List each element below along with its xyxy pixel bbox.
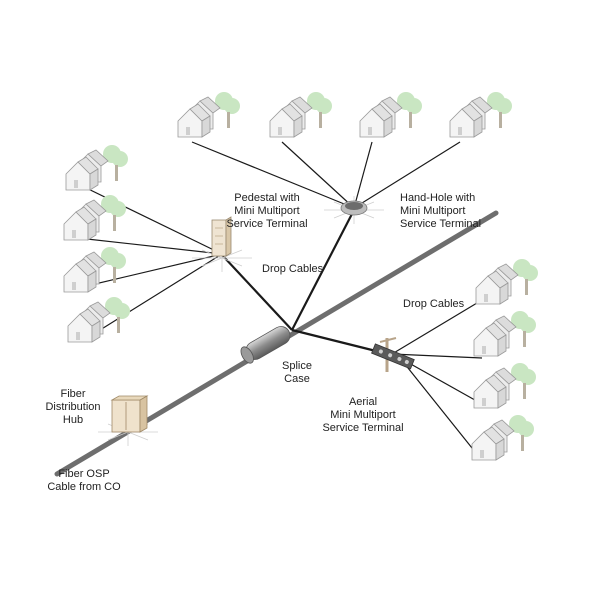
handhole-terminal-icon <box>323 195 385 225</box>
house-icon <box>359 91 423 138</box>
house-icon <box>449 91 513 138</box>
fiber-hub-cabinet-icon <box>97 395 159 447</box>
drop-cables-label-left: Drop Cables <box>262 263 324 275</box>
splice-case-label: Splice Case <box>282 360 312 385</box>
house-icon <box>269 91 333 138</box>
house-icon <box>65 144 129 191</box>
house-icon <box>473 362 537 409</box>
pedestal-label: Pedestal with Mini Multiport Service Ter… <box>226 192 308 230</box>
drop-cables-label-right: Drop Cables <box>403 298 465 310</box>
handhole-label: Hand-Hole with Mini Multiport Service Te… <box>400 192 482 230</box>
branch-cables <box>222 209 381 354</box>
house-icon <box>63 246 127 293</box>
house-icon <box>471 414 535 461</box>
fiber-hub-label: Fiber Distribution Hub <box>45 388 101 426</box>
house-icon <box>67 296 131 343</box>
pedestal-terminal-icon <box>191 216 253 273</box>
aerial-terminal-label: Aerial Mini Multiport Service Terminal <box>322 396 404 434</box>
house-icon <box>63 194 127 241</box>
house-icon <box>475 258 539 305</box>
house-icon <box>473 310 537 357</box>
drop-cables <box>77 141 483 459</box>
house-icon <box>177 91 241 138</box>
splice-case-icon <box>240 326 291 364</box>
aerial-terminal-icon <box>371 337 415 372</box>
fiber-osp-label: Fiber OSP Cable from CO <box>47 468 121 493</box>
